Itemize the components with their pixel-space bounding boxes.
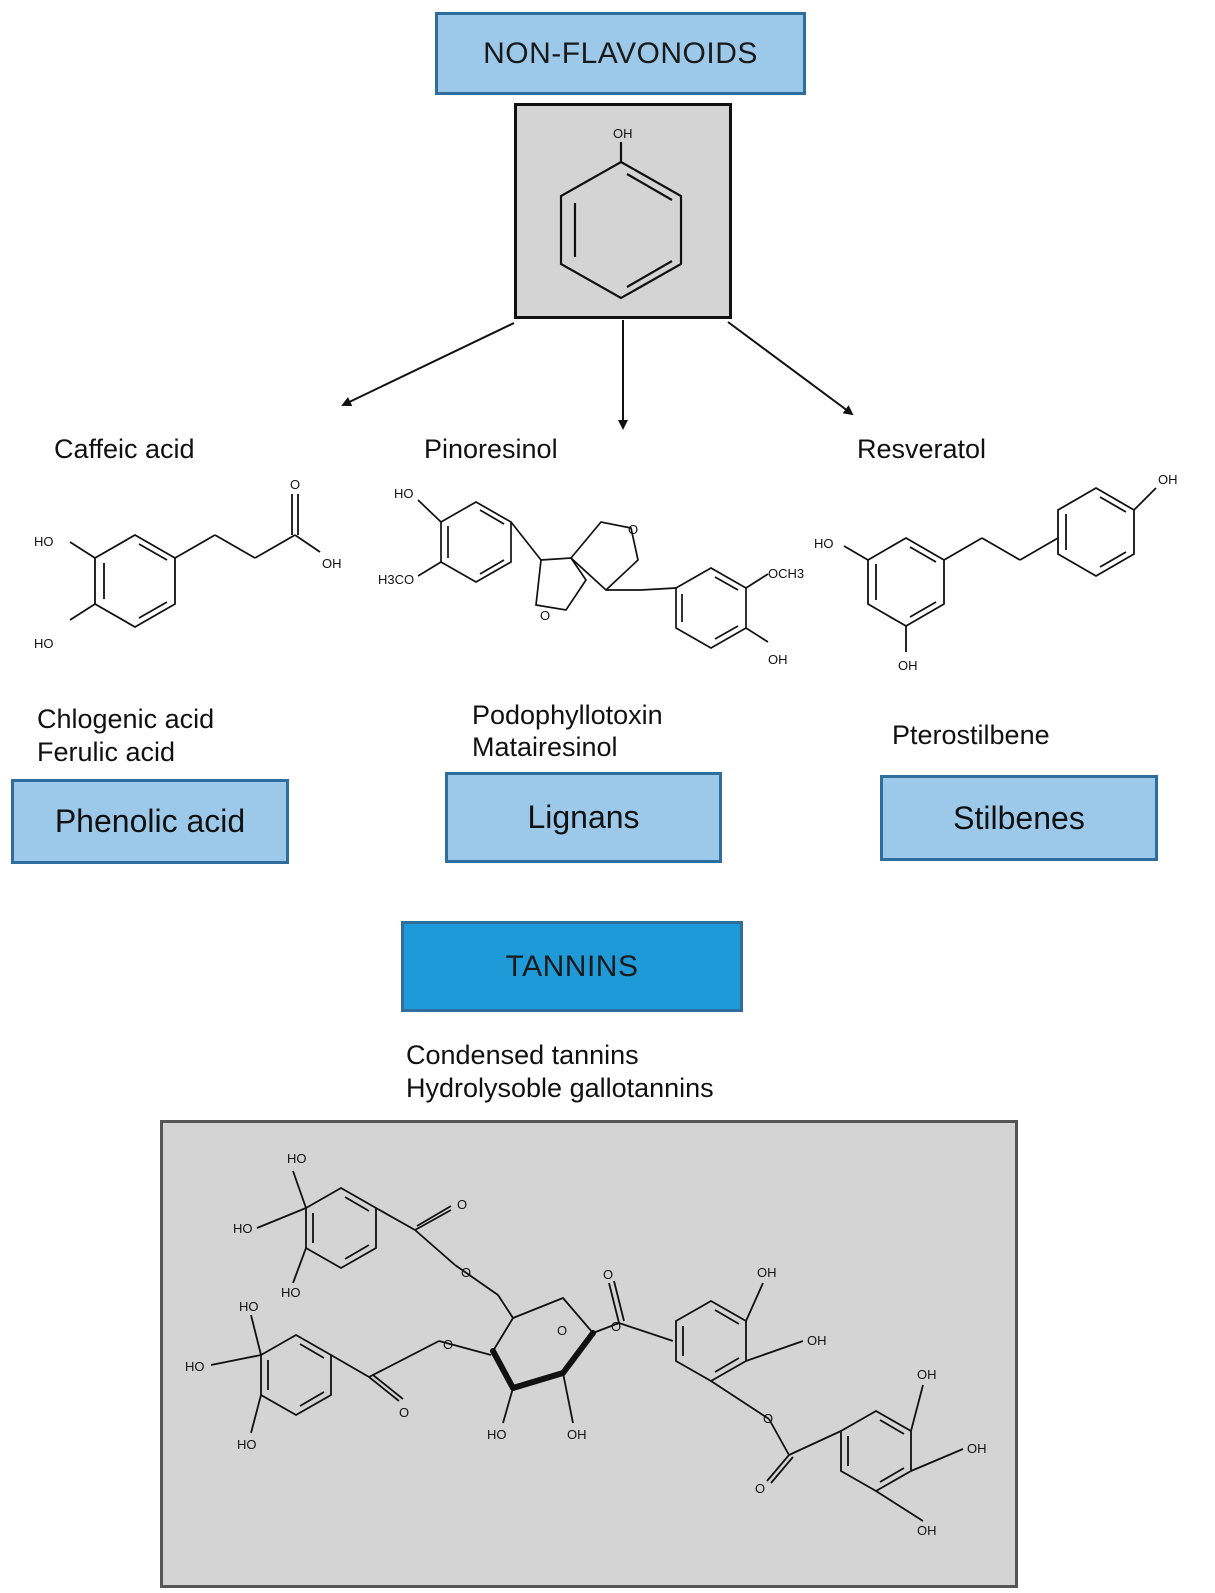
- tannin-label-18: OH: [917, 1367, 937, 1382]
- tannin-label-7: HO: [237, 1437, 257, 1452]
- tannin-label-8: O: [399, 1405, 409, 1420]
- tannin-label-16: OH: [807, 1333, 827, 1348]
- stilbenes-label: Stilbenes: [953, 799, 1085, 836]
- phenol-structure: OH: [559, 126, 683, 300]
- tannin-label-1: HO: [233, 1221, 253, 1236]
- tannin-label-5: HO: [239, 1299, 259, 1314]
- caffeic-acid-label: Caffeic acid: [54, 434, 195, 464]
- lignans-example-1: Podophyllotoxin: [472, 700, 663, 730]
- tannins-box: TANNINS: [401, 921, 743, 1012]
- tannin-label-4: O: [461, 1265, 471, 1280]
- tannin-structure-panel: HO HO HO O O HO HO HO O O O HO OH O O OH…: [160, 1120, 1018, 1588]
- tannins-example-1: Condensed tannins: [406, 1040, 639, 1070]
- arrow-to-stilbenes: [727, 321, 854, 416]
- phenolic-example-1: Chlogenic acid: [37, 704, 215, 734]
- tannin-label-3: O: [457, 1197, 467, 1212]
- tannin-label-15: OH: [757, 1265, 777, 1280]
- caffeic-o-label: O: [290, 477, 300, 492]
- stilbenes-example-1: Pterostilbene: [892, 720, 1050, 750]
- lignans-label: Lignans: [527, 799, 640, 835]
- tannins-example-2: Hydrolysoble gallotannins: [406, 1073, 714, 1103]
- pinoresinol-structure: HO H3CO O O OCH3 OH: [378, 486, 804, 667]
- tannin-label-9: O: [443, 1337, 453, 1352]
- tannin-label-19: OH: [967, 1441, 987, 1456]
- tannin-label-0: HO: [287, 1151, 307, 1166]
- tannin-label-6: HO: [185, 1359, 205, 1374]
- tannins-title: TANNINS: [505, 949, 639, 983]
- resveratol-oh-top: OH: [1158, 472, 1178, 487]
- pinoresinol-ho-label: HO: [394, 486, 414, 501]
- pinoresinol-o-upper: O: [628, 522, 638, 537]
- pinoresinol-label: Pinoresinol: [424, 434, 558, 464]
- resveratol-oh-bottom: OH: [898, 658, 918, 673]
- pinoresinol-oh-label: OH: [768, 652, 788, 667]
- tannin-label-21: OH: [917, 1523, 937, 1538]
- tannin-label-12: OH: [567, 1427, 587, 1442]
- pinoresinol-och3-label: OCH3: [768, 566, 804, 581]
- resveratol-ho-left: HO: [814, 536, 834, 551]
- non-flavonoids-title: NON-FLAVONOIDS: [483, 36, 758, 70]
- resveratol-label: Resveratol: [857, 434, 987, 464]
- tannin-label-10: O: [557, 1323, 567, 1338]
- phenolic-acid-label: Phenolic acid: [54, 803, 246, 839]
- gallotannin-structure: HO HO HO O O HO HO HO O O O HO OH O O OH…: [185, 1151, 987, 1538]
- caffeic-acid-structure: HO HO O OH: [34, 477, 342, 651]
- tannin-label-2: HO: [281, 1285, 301, 1300]
- tannin-label-14: O: [611, 1319, 621, 1334]
- phenolic-acid-box: Phenolic acid: [11, 779, 289, 864]
- tannin-label-20: O: [755, 1481, 765, 1496]
- tannin-label-17: O: [763, 1411, 773, 1426]
- caffeic-ho-lower: HO: [34, 636, 54, 651]
- resveratol-structure: OH HO OH: [814, 472, 1178, 673]
- tannin-label-11: HO: [487, 1427, 507, 1442]
- pinoresinol-h3co-label: H3CO: [378, 572, 414, 587]
- caffeic-oh-label: OH: [322, 556, 342, 571]
- core-oh-label: OH: [613, 126, 633, 141]
- lignans-box: Lignans: [445, 772, 722, 863]
- non-flavonoids-title-box: NON-FLAVONOIDS: [435, 12, 806, 95]
- lignans-example-2: Matairesinol: [472, 732, 618, 762]
- caffeic-ho-upper: HO: [34, 534, 54, 549]
- stilbenes-box: Stilbenes: [880, 775, 1158, 861]
- arrow-to-phenolic: [341, 322, 515, 407]
- tannin-label-13: O: [603, 1267, 613, 1282]
- pinoresinol-o-lower: O: [540, 608, 550, 623]
- phenolic-example-2: Ferulic acid: [37, 737, 176, 767]
- phenol-core-panel: OH: [514, 103, 732, 319]
